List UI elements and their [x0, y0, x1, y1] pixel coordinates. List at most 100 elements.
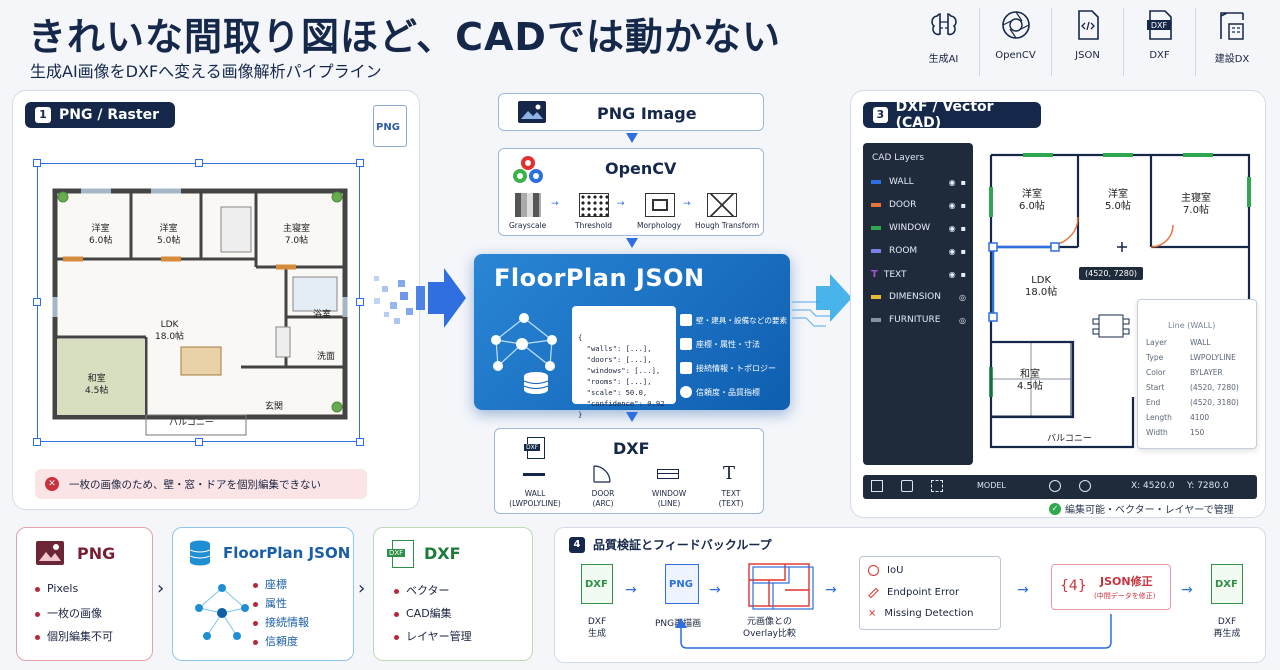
room-label: 玄関 [265, 402, 284, 412]
list-item: 信頼度 [253, 633, 298, 649]
step-label: DXF 生成 [587, 617, 607, 639]
icon-label: 建設DX [1214, 54, 1250, 65]
image-icon [36, 541, 64, 565]
layer-row[interactable]: WINDOW◉▪ [871, 223, 966, 233]
eye-off-icon: ◎ [959, 315, 966, 325]
lock-icon: ▪ [960, 223, 966, 233]
arrow-right [792, 274, 852, 327]
step-label: Hough Transform [695, 221, 760, 230]
arrow-down [626, 133, 638, 143]
step-label: DXF 再生成 [1213, 617, 1241, 639]
layer-row[interactable]: FURNITURE◎ [871, 315, 966, 325]
property-row: Start(4520, 7280) [1146, 383, 1239, 392]
vector-floorplan [988, 153, 1251, 449]
card-dxf: DXF DXF ベクター CAD編集 レイヤー管理 [373, 527, 533, 661]
coordinate-tooltip: (4520, 7280) [1079, 267, 1144, 280]
icon-dxf: DXF DXF [1124, 8, 1196, 76]
dxf-file-icon: DXF [387, 540, 414, 568]
ruler-icon [868, 587, 879, 598]
crane-building-icon [1220, 12, 1244, 40]
arrow-right: → [1181, 582, 1193, 598]
zoom-icon[interactable] [1049, 480, 1061, 492]
floorplan-json-card: FloorPlan JSON { "walls": [...], "doors"… [474, 254, 790, 419]
list-item: Pixels [35, 582, 78, 595]
step-hough [707, 193, 737, 217]
svg-text:DXF: DXF [1150, 21, 1167, 30]
list-item: ベクター [394, 582, 450, 598]
step-threshold [579, 193, 609, 217]
json-feature-list: 壁・建具・設備などの要素 座標・属性・寸法 接続情報・トポロジー 信頼度・品質指… [680, 308, 788, 404]
eye-icon: ◉ [948, 270, 956, 279]
layer-row[interactable]: ROOM◉▪ [871, 246, 966, 256]
icon-label: JSON [1075, 50, 1100, 61]
card-png: PNG Pixels 一枚の画像 個別編集不可 [16, 527, 153, 661]
cad-status-bar: MODEL X: 4520.0 Y: 7280.0 [863, 475, 1257, 499]
lock-icon: ▪ [960, 200, 966, 210]
property-row: End(4520, 3180) [1146, 398, 1239, 407]
pixel-arrow-left [374, 268, 466, 328]
arrow-down [626, 412, 638, 422]
ortho-icon[interactable] [931, 480, 943, 492]
png-file-badge: PNG [373, 105, 407, 147]
list-item: CAD編集 [394, 605, 452, 621]
png-file-icon: PNG [665, 564, 699, 604]
quality-icon [680, 386, 692, 398]
icon-json: JSON [1052, 8, 1124, 76]
snap-icon[interactable] [901, 480, 913, 492]
icon-label: 生成AI [928, 54, 959, 65]
feedback-loop-arrow [675, 614, 1112, 649]
step-morphology [645, 193, 675, 217]
layer-row[interactable]: DOOR◉▪ [871, 200, 966, 210]
text-glyph-icon: T [723, 463, 736, 484]
list-item: 個別編集不可 [35, 628, 113, 644]
page-subtitle: 生成AI画像をDXFへ変える画像解析パイプライン [30, 62, 382, 81]
layer-row[interactable]: DIMENSION◎ [871, 292, 966, 302]
icon-label: OpenCV [995, 50, 1036, 61]
list-item: 一枚の画像 [35, 605, 102, 621]
dxf-node: DXF DXF T WALL(LWPOLYLINE) DOOR(ARC) WIN… [494, 428, 764, 514]
grid-icon[interactable] [871, 480, 883, 492]
element-icon [680, 314, 692, 326]
icon-construction: 建設DX [1196, 8, 1268, 76]
layer-row[interactable]: WALL◉▪ [871, 177, 966, 187]
dxf-file-icon: DXF [524, 437, 545, 459]
aperture-icon [1001, 11, 1030, 39]
topology-icon [680, 362, 692, 374]
check-icon: ✓ [1049, 502, 1061, 515]
room-label: 浴室 [313, 310, 332, 320]
wall-glyph-icon [523, 473, 545, 476]
step-label: 元画像との Overlay比較 [743, 617, 796, 639]
dxf-file-icon: DXF [1146, 10, 1172, 40]
coordinate-icon [680, 338, 692, 350]
chevron-right-icon: › [157, 578, 165, 599]
dxf-file-icon: DXF [581, 564, 613, 604]
room-label: バルコニー [169, 418, 214, 428]
step-grayscale [515, 193, 541, 217]
step-label: Morphology [637, 221, 682, 230]
list-item: 属性 [253, 595, 287, 611]
dxf-file-icon: DXF [1211, 564, 1243, 604]
lock-icon: ▪ [960, 246, 966, 256]
cross-icon: ⨯ [868, 608, 877, 619]
room-label: バルコニー [1047, 434, 1092, 444]
error-icon: ✕ [45, 477, 59, 491]
image-icon [518, 101, 546, 123]
pan-icon[interactable] [1079, 480, 1091, 492]
target-icon [868, 565, 879, 576]
database-icon [189, 540, 211, 566]
icon-genai: 生成AI [908, 8, 980, 76]
